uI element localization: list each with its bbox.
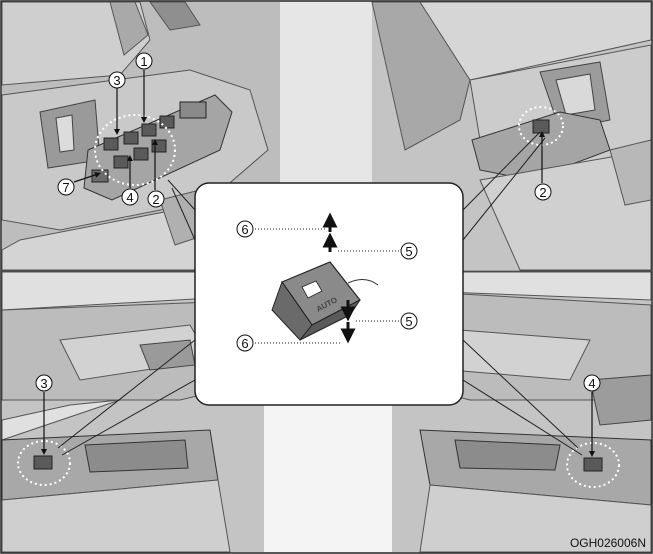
svg-text:1: 1 xyxy=(140,54,147,69)
callout-2: 2 xyxy=(534,183,552,201)
highlight-ring xyxy=(518,106,564,146)
callout-6: 6 xyxy=(236,220,254,238)
svg-text:6: 6 xyxy=(241,222,248,237)
svg-text:7: 7 xyxy=(62,180,69,195)
callout-5: 5 xyxy=(400,312,418,330)
highlight-ring xyxy=(94,114,176,186)
callout-5: 5 xyxy=(400,242,418,260)
callout-6: 6 xyxy=(236,334,254,352)
callout-4: 4 xyxy=(121,188,139,206)
svg-text:4: 4 xyxy=(588,376,595,391)
switch-detail-inset: AUTO xyxy=(57,131,583,456)
callout-leaders xyxy=(41,70,595,457)
callout-7: 7 xyxy=(57,178,75,196)
highlight-ring xyxy=(17,440,71,486)
svg-text:4: 4 xyxy=(126,190,133,205)
svg-text:3: 3 xyxy=(40,376,47,391)
svg-text:5: 5 xyxy=(405,314,412,329)
callout-2: 2 xyxy=(147,190,165,208)
callout-4: 4 xyxy=(583,374,601,392)
callout-1: 1 xyxy=(135,52,153,70)
svg-text:5: 5 xyxy=(405,244,412,259)
svg-text:3: 3 xyxy=(113,73,120,88)
window-icon xyxy=(301,280,323,299)
callout-3: 3 xyxy=(108,71,126,89)
highlight-ring xyxy=(566,442,620,488)
svg-text:2: 2 xyxy=(152,192,159,207)
figure-code: OGH026006N xyxy=(570,536,646,550)
svg-text:2: 2 xyxy=(539,185,546,200)
svg-text:6: 6 xyxy=(241,336,248,351)
callout-3: 3 xyxy=(35,374,53,392)
